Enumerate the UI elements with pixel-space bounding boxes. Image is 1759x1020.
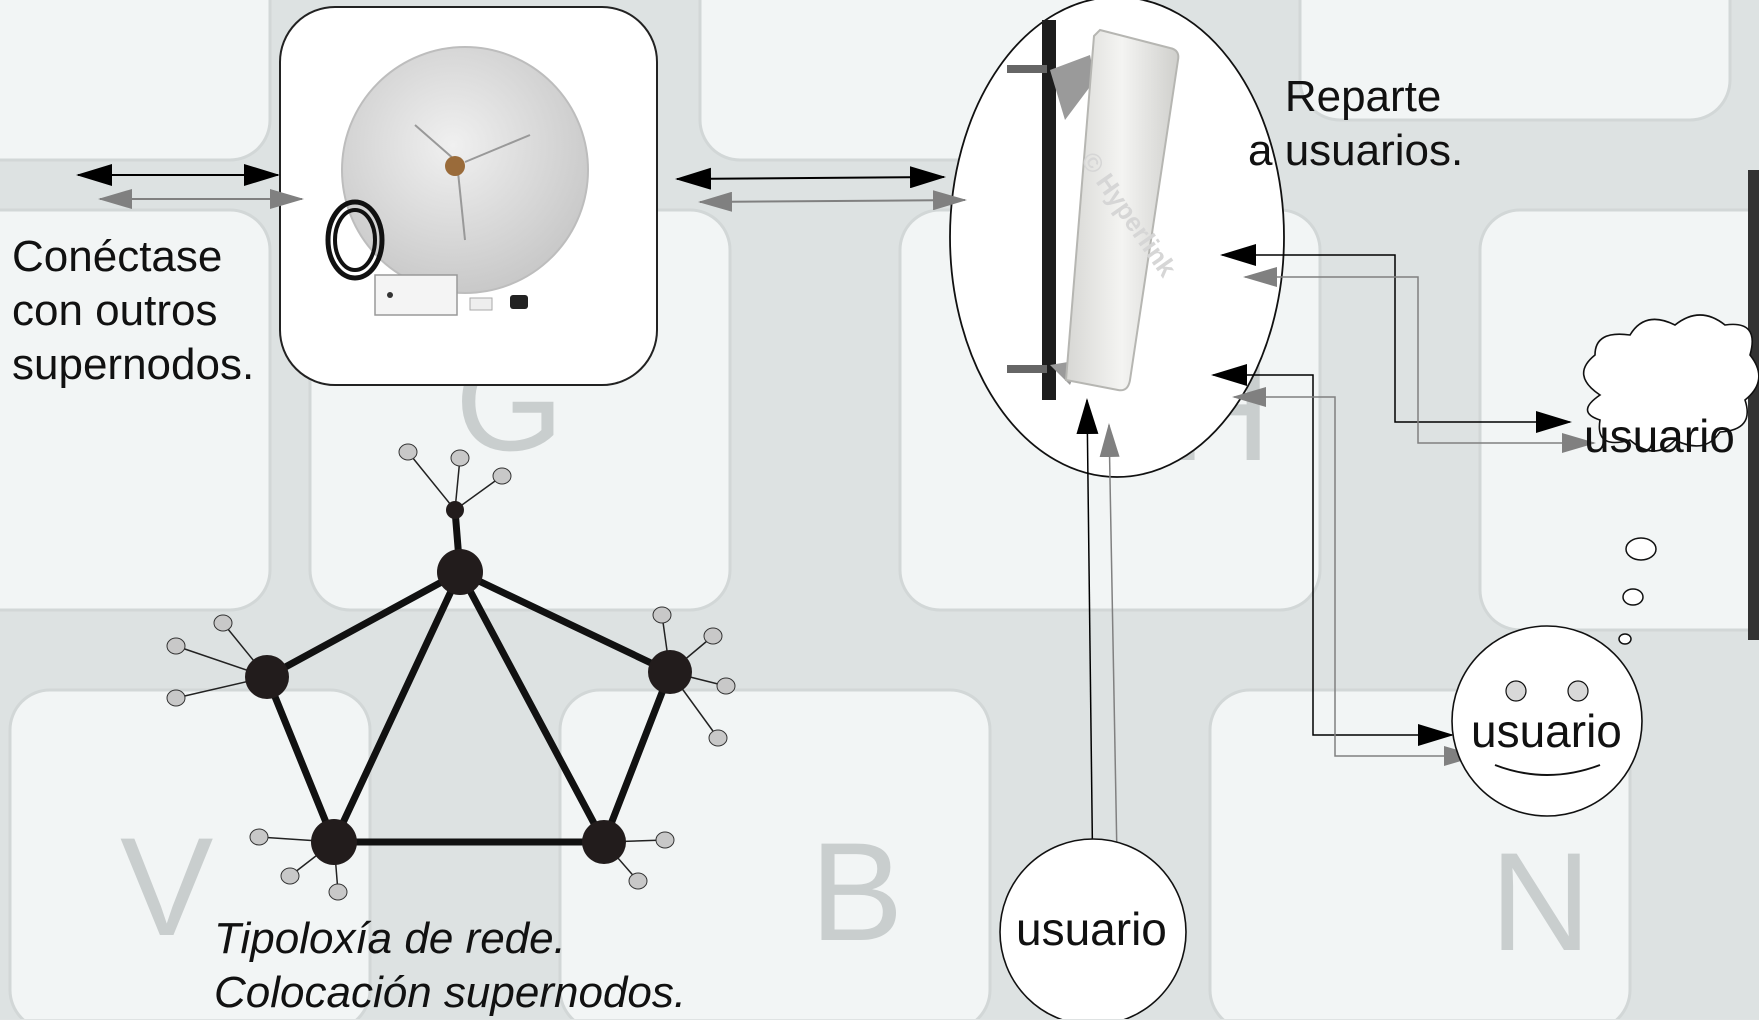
supernode-right [648,650,692,694]
smiley-mouth [1494,764,1601,776]
user-smiley-label: usuario [1471,705,1622,757]
distribute-label-line1: Reparte [1284,72,1442,121]
link-user-smiley-arrows [1211,364,1478,766]
link-user-bottom-arrows [1076,398,1128,914]
link-supernodes-arrows [76,164,304,209]
thought-bubble-large [1625,537,1657,561]
supernode-left [245,655,289,699]
connect-label: Conéctase con outros supernodos. [12,230,254,392]
topology-links [263,506,674,846]
distribute-label: Reparte a usuarios. [1248,70,1463,178]
user-cloud-node [1582,314,1759,645]
key-letter-n: N [1490,823,1591,980]
user-cloud-label: usuario [1584,410,1735,462]
key-letter-b: B [810,813,903,970]
key-letter-v: V [120,808,213,965]
topology-caption: Tipoloxía de rede. Colocación supernodos… [214,912,686,1020]
dish-antenna-icon [325,46,589,316]
smiley-right-eye [1567,680,1589,702]
connect-label-line3: supernodos. [12,340,255,389]
topology-leaf-nodes [166,443,736,901]
supernode-top [437,549,483,595]
link-user-cloud-arrows [1220,244,1596,453]
dish-antenna-panel [279,6,658,386]
thought-bubble-small [1618,633,1632,645]
user-smiley-node [1451,625,1643,817]
connect-label-line2: con outros [12,286,218,335]
supernode-bottom-left [311,819,357,865]
user-bottom-node [999,838,1187,1019]
topology-caption-line1: Tipoloxía de rede. [214,914,566,963]
thought-bubble-medium [1622,588,1644,606]
smiley-left-eye [1505,680,1527,702]
sector-antenna-panel: © Hyperlink [949,0,1285,478]
node-small-top [446,501,464,519]
topology-caption-line2: Colocación supernodos. [214,968,687,1017]
distribute-label-line2: a usuarios. [1248,126,1464,175]
user-bottom-label: usuario [1016,903,1167,955]
supernode-bottom-right [582,820,626,864]
connect-label-line1: Conéctase [12,232,223,281]
link-backbone-arrows [675,166,967,212]
topology-diagram [166,443,736,901]
topology-supernodes [245,501,692,865]
